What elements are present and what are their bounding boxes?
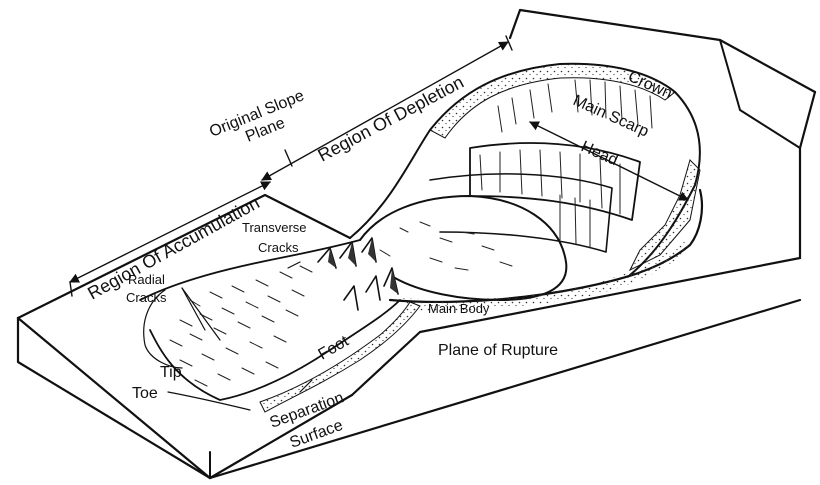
label-transverse-cracks-2: Cracks (258, 240, 299, 255)
label-transverse-cracks: Transverse (242, 220, 307, 235)
label-toe: Toe (132, 385, 158, 402)
label-head: Head (578, 138, 620, 169)
label-radial-cracks-2: Cracks (126, 290, 167, 305)
label-region-of-accumulation: Region Of Accumulation (84, 192, 263, 303)
label-radial-cracks: Radial (128, 272, 165, 287)
main-scarp-area (350, 64, 700, 275)
leader-lines (144, 262, 312, 410)
block-outline (18, 10, 815, 478)
labels: Original Slope Plane Region Of Depletion… (84, 68, 674, 452)
label-tip: Tip (160, 364, 182, 381)
label-main-body: Main Body (428, 301, 490, 316)
label-plane-of-rupture: Plane of Rupture (438, 342, 558, 359)
accumulation-zone (140, 238, 420, 412)
label-main-scarp: Main Scarp (570, 92, 651, 140)
